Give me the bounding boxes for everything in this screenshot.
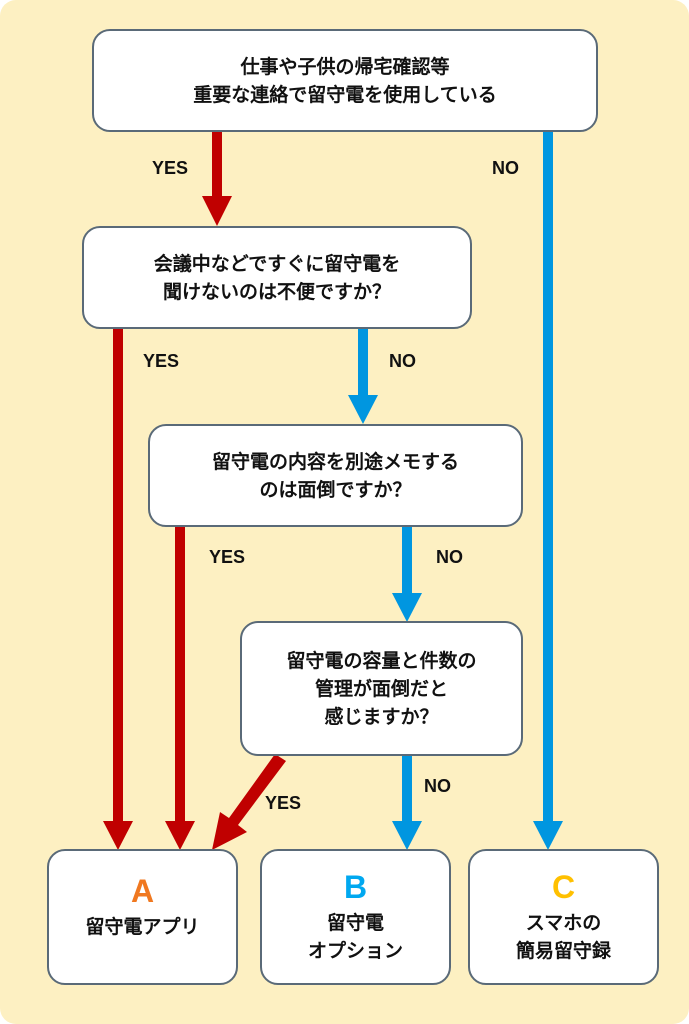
question-box-1: 仕事や子供の帰宅確認等 重要な連絡で留守電を使用している [92, 29, 598, 132]
question-box-2: 会議中などですぐに留守電を 聞けないのは不便ですか？ [82, 226, 472, 329]
result-b-letter: B [343, 869, 368, 905]
arrow-q2-no [348, 328, 378, 424]
arrow-q1-yes [202, 131, 232, 226]
result-c-line-1: スマホの [525, 912, 602, 934]
result-box-a: A 留守電アプリ [47, 849, 238, 985]
question-4-line-2: 管理が面倒だと [314, 677, 448, 700]
arrow-q1-no [533, 131, 563, 850]
result-box-c: C スマホの 簡易留守録 [468, 849, 659, 985]
arrow-q4-no [392, 754, 422, 850]
result-a-letter: A [130, 873, 155, 909]
arrow-q3-yes [165, 526, 195, 850]
question-box-4: 留守電の容量と件数の 管理が面倒だと 感じますか？ [240, 621, 523, 756]
result-b-line-2: オプション [307, 940, 403, 962]
arrow-q2-yes [103, 328, 133, 850]
edge-label-q1-yes: YES [152, 158, 189, 178]
question-1-line-2: 重要な連絡で留守電を使用している [193, 83, 497, 106]
edge-label-q3-yes: YES [209, 547, 246, 567]
edge-label-q4-no: NO [424, 776, 451, 796]
question-2-line-2: 聞けないのは不便ですか？ [162, 280, 391, 303]
result-box-b: B 留守電 オプション [260, 849, 451, 985]
question-4-line-1: 留守電の容量と件数の [286, 649, 477, 672]
question-box-3: 留守電の内容を別途メモする のは面倒ですか？ [148, 424, 523, 527]
question-4-line-3: 感じますか？ [324, 705, 439, 728]
question-3-line-1: 留守電の内容を別途メモする [211, 450, 459, 473]
result-c-letter: C [551, 869, 576, 905]
result-b-line-1: 留守電 [326, 912, 384, 934]
result-c-line-2: 簡易留守録 [515, 940, 611, 962]
edge-label-q2-yes: YES [143, 351, 180, 371]
question-3-line-2: のは面倒ですか？ [259, 478, 412, 501]
result-a-line-1: 留守電アプリ [85, 916, 200, 938]
question-1-line-1: 仕事や子供の帰宅確認等 [240, 55, 450, 78]
edge-label-q2-no: NO [389, 351, 416, 371]
edge-label-q3-no: NO [436, 547, 463, 567]
arrow-q3-no [392, 526, 422, 622]
edge-label-q1-no: NO [492, 158, 519, 178]
question-2-line-1: 会議中などですぐに留守電を [153, 252, 401, 275]
arrow-q4-yes [212, 754, 286, 850]
edge-label-q4-yes: YES [265, 793, 302, 813]
